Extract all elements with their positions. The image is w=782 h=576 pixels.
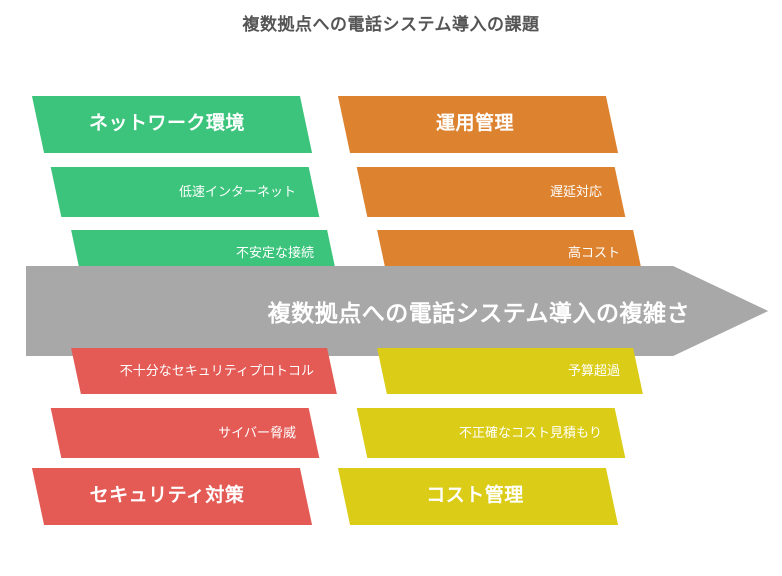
bar-operation-item2-label: 高コスト: [567, 245, 620, 261]
bar-cost-item1[interactable]: 予算超過: [377, 348, 643, 394]
bar-network-item1[interactable]: 低速インターネット: [50, 167, 320, 217]
bar-operation-header[interactable]: 運用管理: [337, 96, 619, 153]
bar-security-item2[interactable]: サイバー脅威: [50, 408, 320, 458]
bar-network-header[interactable]: ネットワーク環境: [31, 96, 313, 153]
bar-cost-item1-label: 予算超過: [567, 363, 620, 379]
bar-operation-header-label: 運用管理: [435, 113, 514, 135]
page-title: 複数拠点への電話システム導入の課題: [242, 15, 540, 34]
bar-security-item1-label: 不十分なセキュリティプロトコル: [119, 363, 314, 379]
center-arrow-label: 複数拠点への電話システム導入の複雑さ: [267, 300, 690, 326]
bar-cost-item2-label: 不正確なコスト見積もり: [458, 425, 602, 441]
bar-network-item1-label: 低速インターネット: [178, 184, 296, 200]
bar-security-header[interactable]: セキュリティ対策: [31, 468, 313, 525]
bar-security-item2-label: サイバー脅威: [218, 425, 296, 441]
bar-cost-header[interactable]: コスト管理: [337, 468, 619, 525]
bar-network-item2[interactable]: 不安定な接続: [71, 230, 337, 276]
bar-network-item2-label: 不安定な接続: [235, 245, 314, 261]
center-arrow-shape: [26, 266, 768, 356]
center-arrow: 複数拠点への電話システム導入の複雑さ: [26, 266, 768, 356]
bar-cost-item2[interactable]: 不正確なコスト見積もり: [356, 408, 626, 458]
bar-cost-header-label: コスト管理: [426, 485, 524, 507]
bar-security-item1[interactable]: 不十分なセキュリティプロトコル: [71, 348, 337, 394]
bar-operation-item1[interactable]: 遅延対応: [356, 167, 626, 217]
bar-operation-item1-label: 遅延対応: [549, 184, 602, 200]
bar-operation-item2[interactable]: 高コスト: [377, 230, 643, 276]
bar-security-header-label: セキュリティ対策: [89, 485, 245, 507]
bar-network-header-label: ネットワーク環境: [88, 113, 245, 135]
